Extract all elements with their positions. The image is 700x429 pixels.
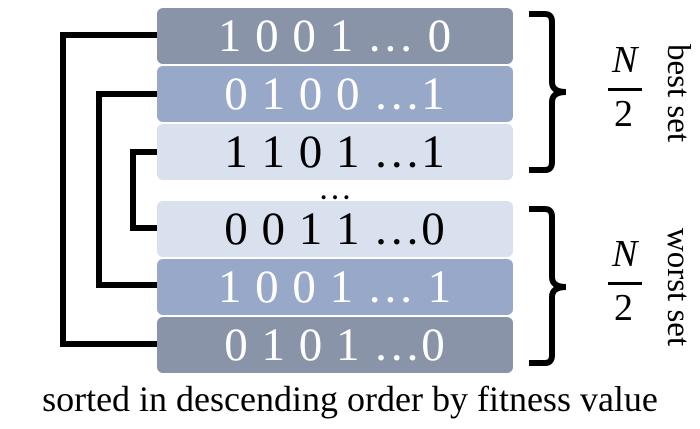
caption: sorted in descending order by fitness va… [42, 379, 658, 419]
best-set-label: best set [660, 43, 696, 143]
chromosome-row-5: 1 0 0 1 … 1 [157, 259, 513, 315]
chromosome-row-4: 0 0 1 1 …0 [157, 201, 513, 257]
chromosome-row-2: 0 1 0 0 …1 [157, 66, 513, 122]
worst-set-numerator: N [612, 233, 638, 275]
worst-set-label: worst set [660, 227, 696, 347]
chromosome-row-3: 1 1 0 1 …1 [157, 124, 513, 180]
best-set-numerator: N [612, 39, 638, 81]
pair-connector-middle [96, 91, 157, 288]
worst-set-fraction-bar [608, 282, 642, 285]
pair-connector-inner [130, 149, 157, 231]
worst-set-denominator: 2 [614, 287, 633, 329]
chromosome-row-1: 1 0 0 1 … 0 [157, 8, 513, 64]
chromosome-row-6: 0 1 0 1 …0 [157, 317, 513, 373]
ellipsis: … [318, 170, 352, 207]
best-set-fraction-bar [608, 88, 642, 91]
best-set-denominator: 2 [614, 93, 633, 135]
worst-set-brace [529, 206, 567, 366]
pair-connector-outer [60, 32, 157, 347]
best-set-brace [529, 11, 567, 173]
